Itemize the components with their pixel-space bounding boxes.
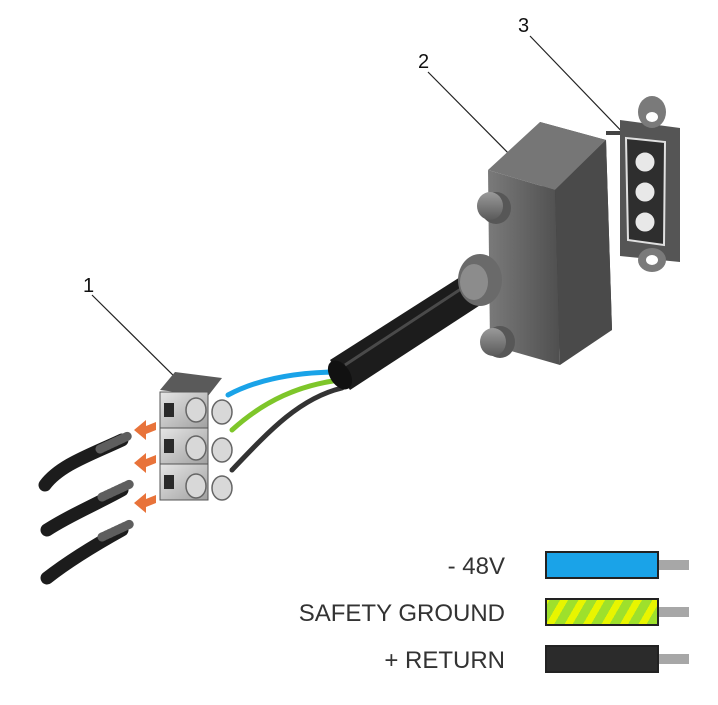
cable-jacket-end xyxy=(327,360,353,390)
legend-swatch-safety-ground xyxy=(545,598,659,626)
legend-swatch-48v xyxy=(545,551,659,579)
cable-grommet-inner xyxy=(460,264,488,300)
wire-strand-1 xyxy=(95,431,133,454)
plug-pins xyxy=(632,149,658,235)
legend-row-return: + RETURN xyxy=(300,643,700,677)
housing-top xyxy=(488,122,606,190)
legend-label-return: + RETURN xyxy=(384,647,505,674)
callout-leader-lines xyxy=(91,35,631,386)
wire-black xyxy=(229,385,345,473)
screw-2a xyxy=(185,435,207,461)
wire-green xyxy=(229,377,343,433)
wire-blue xyxy=(225,369,343,398)
legend-row-48v: - 48V xyxy=(300,549,700,583)
arrow-icon-2 xyxy=(134,453,156,473)
legend-wire-end-return xyxy=(659,654,689,664)
legend-label-safety-ground: SAFETY GROUND xyxy=(298,600,505,627)
pin-1 xyxy=(632,149,658,175)
pin-2 xyxy=(632,179,658,205)
arrow-icon-3 xyxy=(134,493,156,513)
mounting-pegs xyxy=(458,192,515,358)
internal-wires xyxy=(225,369,345,473)
legend-label-48v: - 48V xyxy=(447,553,505,580)
legend-row-safety-ground: SAFETY GROUND xyxy=(298,596,700,630)
terminal-slot-3 xyxy=(164,475,174,489)
terminal-slot-2 xyxy=(164,439,174,453)
flange-tab-bottom-hole xyxy=(646,255,658,265)
insertion-arrows xyxy=(134,420,156,513)
connector-housing xyxy=(458,122,612,365)
peg-top xyxy=(477,192,503,220)
screw-1a xyxy=(185,397,207,423)
leader-line-2 xyxy=(427,71,521,166)
leader-line-3 xyxy=(529,35,631,141)
pin-3 xyxy=(632,209,658,235)
terminal-block-top xyxy=(160,372,222,396)
peg-bottom xyxy=(480,328,506,356)
external-wires xyxy=(38,431,135,585)
legend-wire-end-48v xyxy=(659,560,689,570)
cable-jacket-body xyxy=(330,272,488,390)
callout-2: 2 xyxy=(418,51,430,73)
cable-jacket-highlight xyxy=(344,281,471,367)
legend-wire-end-safety-ground xyxy=(659,607,689,617)
terminal-screws xyxy=(185,397,233,501)
screw-1b xyxy=(211,399,233,425)
terminal-block xyxy=(159,372,233,501)
flange-tab-top-hole xyxy=(646,112,658,122)
screw-3b xyxy=(211,475,233,501)
callout-3: 3 xyxy=(518,15,530,37)
screw-2b xyxy=(211,437,233,463)
arrow-icon-1 xyxy=(134,420,156,440)
wire-strand-2 xyxy=(97,479,135,502)
screw-3a xyxy=(185,473,207,499)
terminal-slot-1 xyxy=(164,403,174,417)
leader-line-1 xyxy=(91,294,184,386)
legend-swatch-return xyxy=(545,645,659,673)
cable-jacket xyxy=(327,272,488,390)
callout-1: 1 xyxy=(83,275,95,297)
wire-strand-3 xyxy=(97,519,135,542)
plug-face xyxy=(606,96,680,272)
housing-side xyxy=(555,140,612,365)
